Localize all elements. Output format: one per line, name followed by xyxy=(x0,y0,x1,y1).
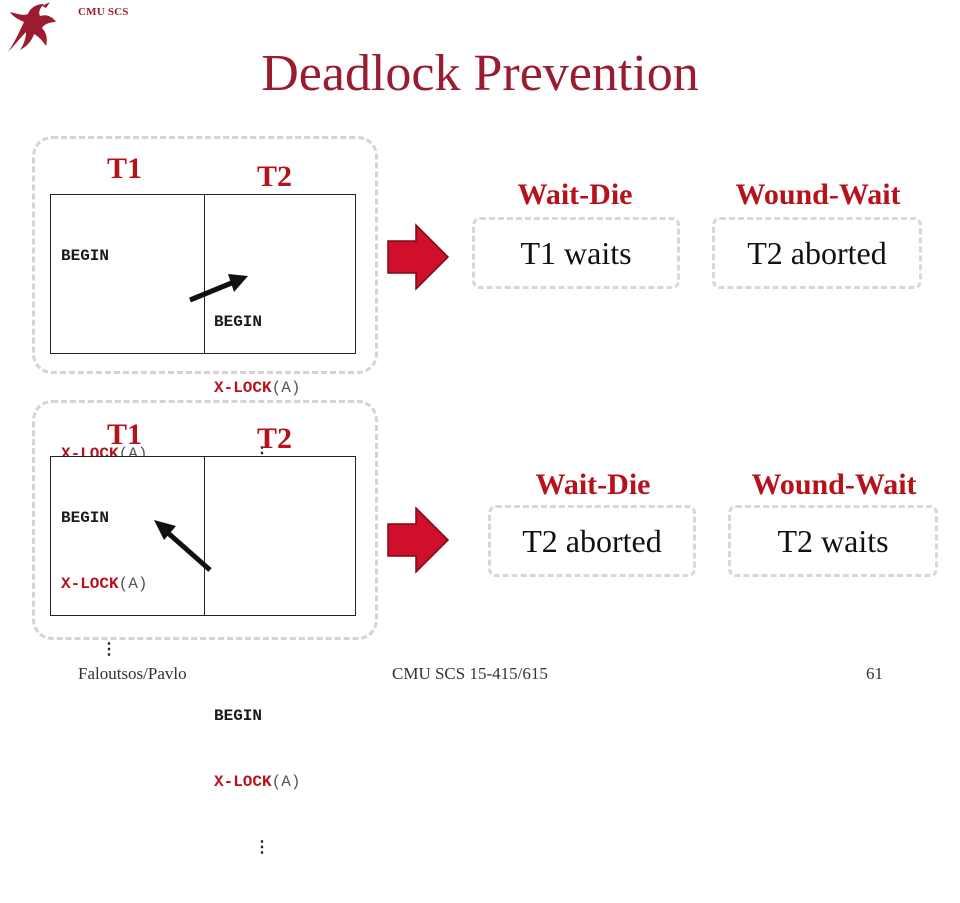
code-line xyxy=(214,573,300,595)
example-2-t2-label: T2 xyxy=(257,422,293,455)
example-2-result-arrow-icon xyxy=(387,506,450,574)
example-1-scheme-1-name: Wait-Die xyxy=(517,178,633,211)
code-line: BEGIN xyxy=(61,509,110,527)
outcome-text: T1 waits xyxy=(520,234,632,271)
example-2-group xyxy=(32,400,378,640)
code-line xyxy=(61,311,147,333)
code-line: BEGIN xyxy=(214,313,263,331)
code-line: ⋮ xyxy=(101,641,117,659)
code-line: BEGIN xyxy=(214,707,263,725)
footer-authors: Faloutsos/Pavlo xyxy=(78,664,187,683)
code-line xyxy=(214,245,300,267)
example-2-t2-code: BEGIN X-LOCK(A) ⋮ xyxy=(214,463,300,903)
example-2-scheme-1-name: Wait-Die xyxy=(535,468,651,501)
code-line: ⋮ xyxy=(254,839,270,857)
example-1-scheme-2-outcome: T2 aborted xyxy=(712,217,922,289)
code-line xyxy=(61,377,147,399)
example-1-t1-label: T1 xyxy=(107,152,143,185)
example-2-scheme-2-outcome: T2 waits xyxy=(728,505,938,577)
example-1-group xyxy=(32,136,378,374)
code-line: X-LOCK(A) xyxy=(214,379,301,397)
page-title: Deadlock Prevention xyxy=(261,45,699,102)
example-1-scheme-2-name: Wound-Wait xyxy=(735,178,901,211)
code-line: X-LOCK(A) xyxy=(214,773,301,791)
footer-course: CMU SCS 15-415/615 xyxy=(392,664,548,683)
code-line: X-LOCK(A) xyxy=(61,575,148,593)
example-2-scheme-2-name: Wound-Wait xyxy=(751,468,917,501)
example-1-scheme-1-outcome: T1 waits xyxy=(472,217,680,289)
footer-page-number: 61 xyxy=(866,664,883,683)
code-line xyxy=(214,507,300,529)
example-1-result-arrow-icon xyxy=(387,223,450,291)
example-2-schedule: BEGIN X-LOCK(A) ⋮ BEGIN X-LOCK(A) ⋮ xyxy=(50,456,356,857)
outcome-text: T2 aborted xyxy=(747,234,887,271)
example-2-t1-code: BEGIN X-LOCK(A) ⋮ xyxy=(61,463,147,705)
dragon-logo-icon xyxy=(8,2,56,52)
example-1-schedule: BEGIN X-LOCK(A) ⋮ BEGIN X-LOCK(A) ⋮ xyxy=(50,194,356,529)
example-1-t2-label: T2 xyxy=(257,160,293,193)
example-2-t1-label: T1 xyxy=(107,418,143,451)
outcome-text: T2 waits xyxy=(777,522,889,559)
outcome-text: T2 aborted xyxy=(522,522,662,559)
code-line: BEGIN xyxy=(61,247,110,265)
example-2-scheme-1-outcome: T2 aborted xyxy=(488,505,696,577)
code-line xyxy=(214,639,300,661)
org-label: CMU SCS xyxy=(78,6,129,18)
